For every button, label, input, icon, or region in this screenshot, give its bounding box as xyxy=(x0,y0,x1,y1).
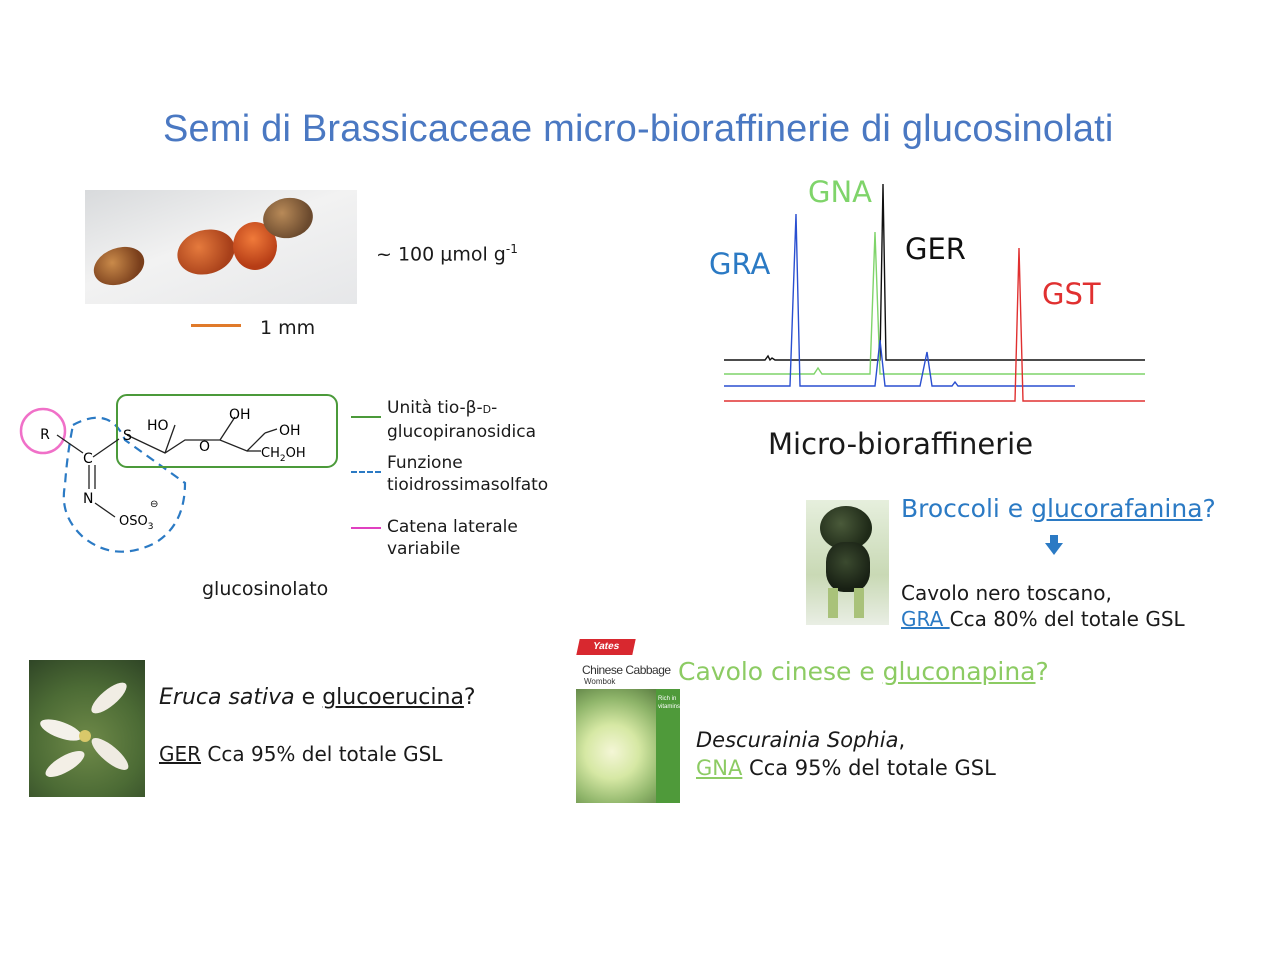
seed-concentration: ~ 100 μmol g-1 xyxy=(376,238,518,265)
gluconapina-link[interactable]: gluconapina xyxy=(882,657,1036,686)
cabbage-photo xyxy=(576,689,656,803)
atom-oh-right: OH xyxy=(279,423,301,439)
atom-s: S xyxy=(123,428,132,444)
down-arrow-icon-stem xyxy=(1050,535,1058,544)
broccoli-answer: Cavolo nero toscano, GRA Cca 80% del tot… xyxy=(901,581,1185,631)
packet-subtitle: Wombok xyxy=(584,677,616,686)
trace-ger xyxy=(724,183,1145,362)
concentration-exponent: -1 xyxy=(505,242,518,256)
ger-link[interactable]: GER xyxy=(159,742,202,766)
packet-title: Chinese Cabbage xyxy=(582,663,671,677)
packet-green-band: Rich in vitamins xyxy=(656,689,680,803)
chromatogram-caption: Micro-bioraffinerie xyxy=(768,427,1034,461)
gna-link[interactable]: GNA xyxy=(696,756,743,780)
atom-oh-top: OH xyxy=(229,407,251,423)
scale-bar xyxy=(191,324,241,327)
concentration-prefix: ~ 100 xyxy=(376,243,441,266)
trace-gst xyxy=(724,247,1145,402)
atom-r: R xyxy=(40,427,50,443)
atom-n: N xyxy=(83,491,93,507)
broccoli-figure-photo xyxy=(806,500,889,625)
packet-badge: Rich in vitamins xyxy=(658,696,680,710)
scale-label: 1 mm xyxy=(260,317,316,339)
legend-line-side-chain xyxy=(351,527,381,529)
slide-title: Semi di Brassicaceae micro-bioraffinerie… xyxy=(163,108,1114,150)
legend-line-thiohydroximate xyxy=(351,471,381,473)
down-arrow-icon xyxy=(1045,543,1063,555)
structure-caption: glucosinolato xyxy=(202,578,329,600)
peak-label-ger: GER xyxy=(905,232,966,266)
peak-label-gst: GST xyxy=(1042,277,1101,311)
legend-thioglucose: Unità tio-β-D- glucopiranosidica xyxy=(387,398,536,442)
broccoli-question: Broccoli e glucorafanina? xyxy=(901,494,1216,523)
atom-ho: HO xyxy=(147,418,169,434)
peak-label-gna: GNA xyxy=(808,175,873,209)
legend-thiohydroximate: Funzione tioidrossimasolfato xyxy=(387,453,549,495)
cabbage-question: Cavolo cinese e gluconapina? xyxy=(678,657,1049,686)
gra-link[interactable]: GRA xyxy=(901,607,950,631)
side-chain-circle xyxy=(19,407,67,455)
thioglucose-box xyxy=(116,394,338,468)
eruca-answer: GER Cca 95% del totale GSL xyxy=(159,742,443,766)
eruca-question: Eruca sativa e glucoerucina? xyxy=(159,685,476,710)
glucorafanina-link[interactable]: glucorafanina xyxy=(1031,494,1203,523)
cabbage-answer: Descurainia Sophia, GNA Cca 95% del tota… xyxy=(696,728,996,780)
eruca-flower-photo xyxy=(29,660,145,797)
seeds-photo xyxy=(85,190,357,304)
legend-line-thioglucose xyxy=(351,416,381,418)
atom-ch2oh: CH2OH xyxy=(261,446,306,464)
sulfate-label: OSO3 xyxy=(119,514,153,532)
yates-logo: Yates xyxy=(576,639,636,655)
trace-gra xyxy=(724,213,1075,387)
glucoerucina-link[interactable]: glucoerucina xyxy=(322,685,464,710)
peak-label-gra: GRA xyxy=(709,247,771,281)
glucosinolate-structure: R S C N OSO3 ⊖ HO OH OH O CH2OH xyxy=(19,394,338,553)
chinese-cabbage-packet: Yates Chinese Cabbage Wombok Rich in vit… xyxy=(576,637,680,803)
atom-o-ring: O xyxy=(199,439,210,455)
concentration-unit: μmol g xyxy=(440,243,506,266)
negative-charge: ⊖ xyxy=(150,499,158,510)
legend-side-chain: Catena laterale variabile xyxy=(387,517,518,559)
atom-c: C xyxy=(83,451,93,467)
chromatogram xyxy=(724,183,1145,402)
